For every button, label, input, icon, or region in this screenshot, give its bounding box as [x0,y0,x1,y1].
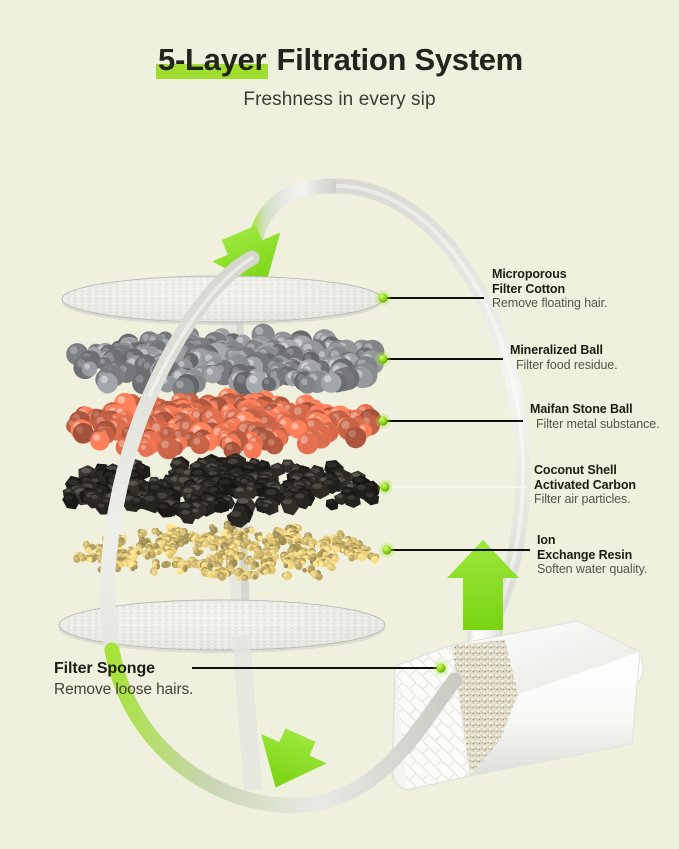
callout-title-line-2: Exchange Resin [537,547,633,562]
callout-subtitle: Remove floating hair. [492,296,608,310]
callout-title-line-1: Maifan Stone Ball [530,402,633,416]
pump-outline [391,620,641,791]
callout-title-line-1: Filter Sponge [54,660,155,677]
page-title: 5-Layer Filtration System [0,40,679,80]
center-support-column-lower [232,636,262,790]
callout-subtitle: Filter air particles. [534,492,631,506]
callout-subtitle: Filter food residue. [516,357,618,372]
layer-filter-sponge [58,599,386,653]
callout-title-line-1: Mineralized Ball [510,343,603,357]
page-subtitle: Freshness in every sip [243,89,436,110]
callout-title-line-1: Ion [537,533,556,547]
callout-subtitle: Remove loose hairs. [54,681,194,698]
callout-title-line-2: Activated Carbon [534,477,636,492]
title-highlight: 5-Layer [156,40,269,80]
callout-microporous-filter-cotton: Microporous Filter Cotton Remove floatin… [492,267,607,311]
callout-dot-ion [382,545,392,555]
callout-subtitle: Filter metal substance. [536,416,660,431]
callout-dot-maifan [378,416,388,426]
callout-connectors [192,290,530,676]
layer-coconut-shell-activated-carbon [62,452,381,528]
callout-mineralized-ball: Mineralized Ball Filter food residue. [510,343,618,373]
circulation-ring-front [99,250,463,813]
callout-dot-sponge [436,663,446,673]
callout-title-line-1: Coconut Shell [534,463,617,477]
callout-maifan-stone-ball: Maifan Stone Ball Filter metal substance… [530,402,660,432]
callout-dot-coconut [380,482,390,492]
callout-subtitle: Soften water quality. [537,562,648,576]
sponge-insert [452,640,518,776]
water-pump-unit [391,540,644,791]
pump-body-face [470,652,640,776]
callout-title-line-2: Filter Cotton [492,281,565,296]
callout-dot-cotton [378,293,388,303]
return-flow-arrow [261,728,327,788]
callout-title-line-1: Microporous [492,267,567,281]
callout-filter-sponge: Filter Sponge Remove loose hairs. [54,659,193,701]
callout-coconut-shell-activated-carbon: Coconut Shell Activated Carbon Filter ai… [534,463,636,507]
layer-maifan-stone-ball [66,388,382,460]
callout-ion-exchange-resin: Ion Exchange Resin Soften water quality. [537,533,647,577]
callout-dot-mineral [378,354,388,364]
layer-microporous-filter-cotton [61,275,383,325]
title-rest: Filtration System [268,42,524,77]
upward-pump-arrow [447,540,519,630]
